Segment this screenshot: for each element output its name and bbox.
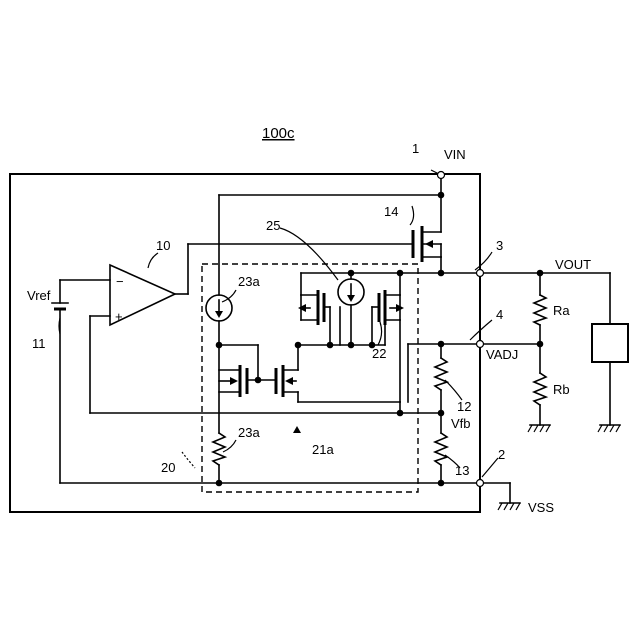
- label-12: 12: [457, 399, 471, 414]
- label-2: 2: [498, 447, 505, 462]
- label-vout: VOUT: [555, 257, 591, 272]
- label-minus: −: [116, 274, 124, 289]
- label-20: 20: [161, 460, 175, 475]
- resistor-13: [435, 433, 447, 465]
- resistor-ra: [534, 295, 546, 325]
- label-25: 25: [266, 218, 280, 233]
- ground-icon: [528, 425, 550, 432]
- label-21a: 21a: [312, 442, 334, 457]
- label-11: 11: [32, 336, 46, 351]
- resistor-rb: [534, 373, 546, 405]
- ground-icon: [598, 425, 620, 432]
- label-23a-bottom: 23a: [238, 425, 260, 440]
- terminal-1: [438, 172, 445, 179]
- load-box: [592, 324, 628, 362]
- label-vref: Vref: [27, 288, 51, 303]
- label-3: 3: [496, 238, 503, 253]
- ground-icon: [480, 483, 520, 510]
- leader-lines: [59, 170, 498, 477]
- label-vin: VIN: [444, 147, 466, 162]
- label-22: 22: [372, 346, 386, 361]
- label-4: 4: [496, 307, 503, 322]
- label-1: 1: [412, 141, 419, 156]
- label-rb: Rb: [553, 382, 570, 397]
- label-23a-top: 23a: [238, 274, 260, 289]
- label-10: 10: [156, 238, 170, 253]
- label-plus: +: [115, 309, 123, 324]
- title-label: 100c: [262, 125, 295, 142]
- resistor-23a-bottom: [213, 433, 225, 465]
- pmos-transistor-14: [188, 226, 441, 294]
- label-14: 14: [384, 204, 398, 219]
- label-vadj: VADJ: [486, 347, 518, 362]
- terminal-2: [477, 480, 484, 487]
- label-ra: Ra: [553, 303, 570, 318]
- label-vfb: Vfb: [451, 416, 471, 431]
- resistor-12: [435, 358, 447, 390]
- label-13: 13: [455, 463, 469, 478]
- small-triangle-marker: [293, 426, 301, 433]
- ic-boundary: [10, 174, 480, 512]
- label-vss: VSS: [528, 500, 554, 515]
- junction-dots: [216, 192, 544, 487]
- current-mirror-21a: [219, 325, 400, 433]
- terminal-4: [477, 341, 484, 348]
- terminal-3: [477, 270, 484, 277]
- current-source-23a-top: [206, 295, 232, 345]
